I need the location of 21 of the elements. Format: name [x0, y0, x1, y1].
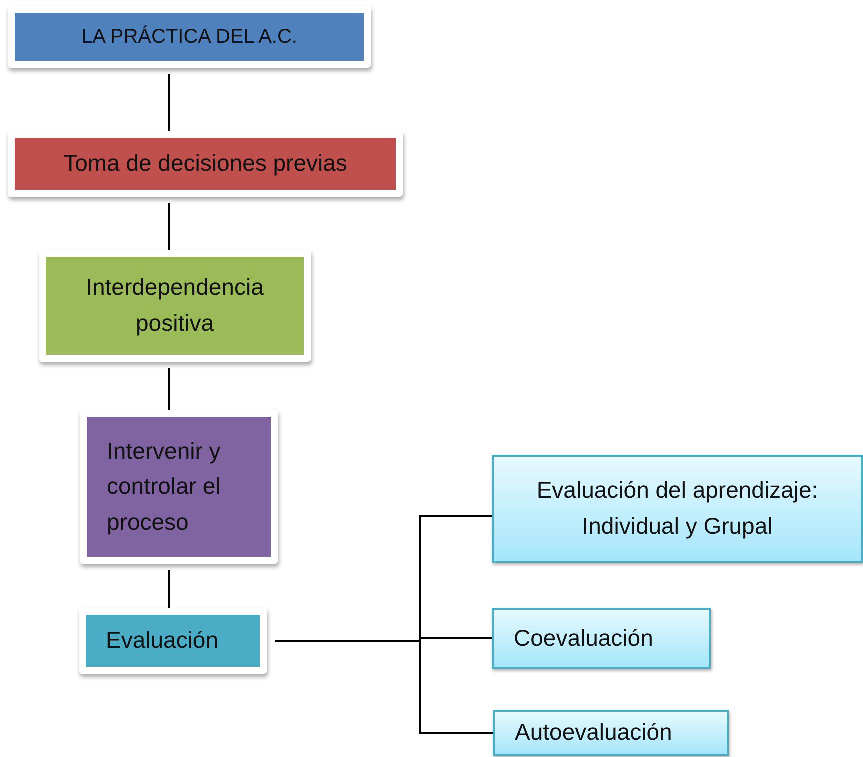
framed-box — [8, 6, 371, 68]
process-box — [492, 455, 863, 563]
node-label: LA PRÁCTICA DEL A.C. — [81, 24, 298, 50]
framed-box — [79, 608, 267, 674]
process-box — [493, 710, 729, 756]
framed-box — [39, 250, 311, 362]
node-label: Toma de decisiones previas — [64, 149, 348, 178]
node-label: Interdependencia positiva — [85, 273, 265, 338]
connector-line — [168, 74, 170, 131]
connector-line — [168, 203, 170, 250]
framed-box — [80, 410, 278, 564]
node-label: Autoevaluación — [515, 718, 672, 748]
process-box — [492, 608, 711, 669]
framed-box — [8, 131, 403, 197]
connector-line — [168, 368, 170, 410]
node-label: Coevaluación — [514, 624, 654, 653]
node-label: Evaluación del aprendizaje: Individual y Grupal — [536, 476, 820, 541]
connector-line — [168, 570, 170, 608]
connector-line — [275, 640, 493, 734]
node-label: Evaluación — [106, 626, 219, 656]
node-label: Intervenir y controlar el proceso — [107, 436, 222, 537]
